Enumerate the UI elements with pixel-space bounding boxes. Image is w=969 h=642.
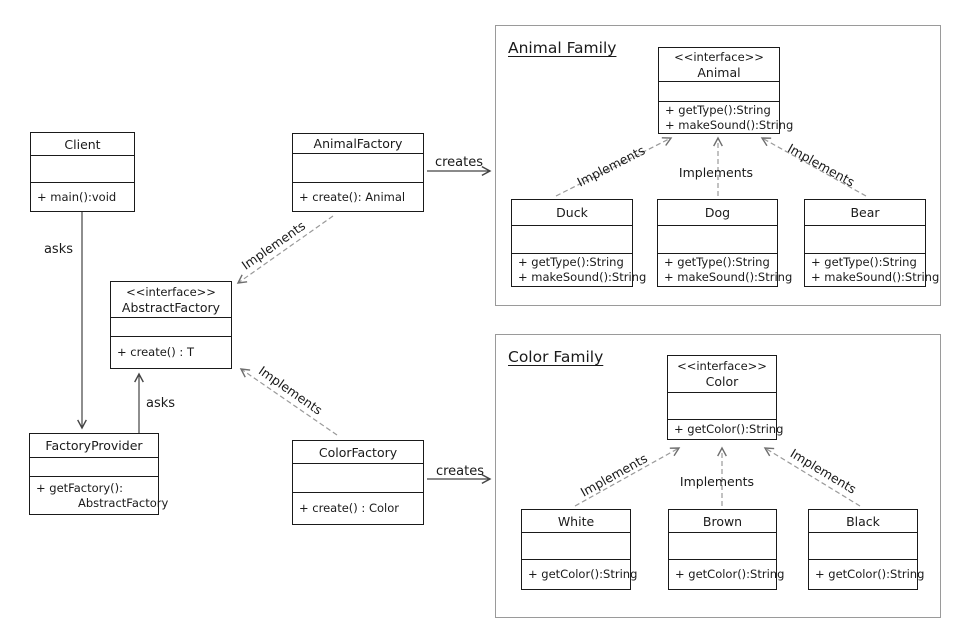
class-color-factory-title: ColorFactory — [318, 444, 398, 460]
class-color-interface: <<interface>> Color + getColor():String — [667, 355, 784, 440]
class-dog-method-makesound: + makeSound():String — [664, 270, 793, 284]
class-duck-title: Duck — [556, 205, 588, 220]
class-white-title: White — [557, 513, 595, 529]
class-color-stereotype: <<interface>> — [677, 359, 767, 373]
edge-colorfactory-implements-abstractfactory — [239, 368, 338, 436]
class-white-fields — [522, 533, 630, 560]
class-brown-fields — [669, 533, 776, 560]
class-color-title: Color — [705, 374, 739, 389]
class-white: White + getColor():String — [521, 509, 638, 590]
class-client-fields — [31, 156, 134, 183]
class-dog-fields — [658, 226, 777, 254]
class-animal-factory-fields — [293, 154, 423, 183]
class-dog: Dog + getType():String + makeSound():Str… — [657, 199, 793, 287]
label-asks-client: asks — [44, 242, 73, 257]
class-animal-factory-title: AnimalFactory — [313, 136, 403, 151]
class-animal-fields — [659, 82, 779, 102]
class-animal-factory-method: + create(): Animal — [299, 189, 406, 204]
class-animal-title: Animal — [697, 64, 741, 80]
class-bear: Bear + getType():String + makeSound():St… — [804, 199, 940, 287]
class-factory-provider-method-return: AbstractFactory — [78, 495, 169, 510]
class-duck-method-makesound: + makeSound():String — [518, 270, 647, 284]
class-brown-method-getcolor: + getColor():String — [675, 567, 785, 581]
class-brown: Brown + getColor():String — [668, 509, 785, 590]
panel-animal-family-title: Animal Family — [508, 39, 617, 57]
class-black-method-getcolor: + getColor():String — [815, 567, 925, 581]
class-bear-method-gettype: + getType():String — [811, 255, 917, 269]
class-client-title: Client — [64, 136, 101, 152]
class-duck: Duck + getType():String + makeSound():St… — [511, 199, 647, 287]
panel-color-family-title: Color Family — [508, 348, 604, 366]
label-implements-colorfactory: Implements — [256, 363, 325, 418]
class-client-method: + main():void — [37, 189, 117, 204]
class-client: Client + main():void — [30, 132, 135, 212]
class-abstract-factory-fields — [111, 318, 231, 337]
class-dog-method-gettype: + getType():String — [664, 255, 770, 269]
label-creates-color: creates — [436, 464, 484, 479]
class-animal-factory: AnimalFactory + create(): Animal — [292, 133, 424, 212]
label-implements-animalfactory: Implements — [239, 218, 308, 273]
class-white-method-getcolor: + getColor():String — [528, 567, 638, 581]
label-asks-factoryprovider: asks — [146, 396, 175, 411]
class-animal-method-gettype: + getType():String — [665, 102, 771, 117]
class-black-title: Black — [846, 513, 880, 529]
class-bear-method-makesound: + makeSound():String — [811, 270, 940, 284]
class-duck-fields — [512, 226, 632, 254]
label-creates-animal: creates — [435, 155, 483, 170]
class-animal-interface: <<interface>> Animal + getType():String … — [658, 47, 794, 134]
class-factory-provider: FactoryProvider + getFactory(): Abstract… — [29, 433, 169, 515]
class-abstract-factory: <<interface>> AbstractFactory + create()… — [110, 281, 232, 369]
class-abstract-factory-stereotype: <<interface>> — [126, 284, 216, 299]
class-bear-title: Bear — [850, 205, 880, 220]
class-dog-title: Dog — [704, 205, 731, 220]
class-color-factory-method: + create() : Color — [299, 501, 399, 515]
class-factory-provider-fields — [30, 458, 158, 477]
class-color-factory-fields — [293, 464, 423, 493]
class-bear-fields — [805, 226, 925, 254]
class-duck-method-gettype: + getType():String — [518, 255, 624, 269]
class-black-fields — [809, 533, 917, 560]
class-factory-provider-method: + getFactory(): — [36, 480, 124, 495]
edge-animalfactory-implements-abstractfactory — [236, 215, 334, 284]
class-color-factory: ColorFactory + create() : Color — [292, 440, 424, 525]
class-factory-provider-title: FactoryProvider — [45, 438, 143, 453]
class-animal-method-makesound: + makeSound():String — [665, 117, 794, 132]
class-brown-title: Brown — [702, 513, 743, 529]
class-animal-stereotype: <<interface>> — [674, 49, 764, 64]
class-color-fields — [668, 393, 776, 420]
class-black: Black + getColor():String — [808, 509, 925, 590]
class-abstract-factory-title: AbstractFactory — [121, 299, 221, 315]
class-abstract-factory-method: + create() : T — [117, 345, 194, 359]
class-color-method-getcolor: + getColor():String — [674, 422, 784, 436]
